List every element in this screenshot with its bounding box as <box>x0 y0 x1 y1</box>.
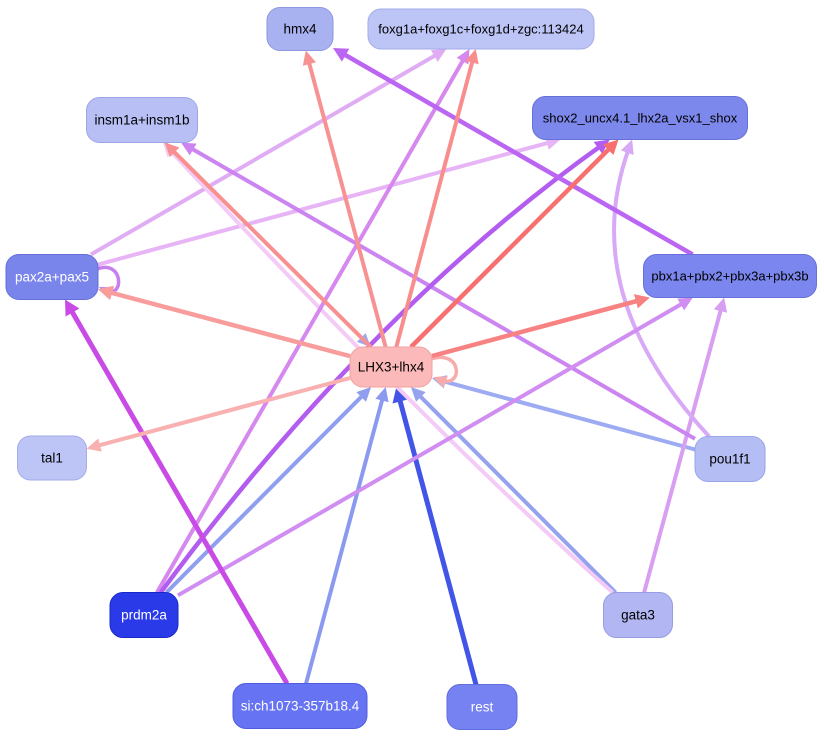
arrowhead <box>410 387 426 402</box>
edge-lhx3-lhx3 <box>430 355 458 388</box>
edge-pou1f1-shox2 <box>612 139 711 438</box>
node-box-prdm2a[interactable] <box>109 592 179 638</box>
edge-sich1073-pax2a <box>65 299 290 685</box>
edge-line <box>396 396 479 686</box>
edge-pax2a-foxg1a <box>89 49 447 257</box>
edge-layer <box>65 47 728 686</box>
node-box-pou1f1[interactable] <box>694 436 766 482</box>
arrowhead <box>620 139 634 155</box>
node-box-hmx4[interactable] <box>266 7 334 51</box>
arrowhead <box>98 285 114 301</box>
edge-rest-lhx3 <box>392 387 479 686</box>
node-prdm2a[interactable]: prdm2a <box>109 592 179 638</box>
node-box-lhx3[interactable] <box>349 346 433 388</box>
edge-line <box>107 289 351 359</box>
arrowhead <box>302 50 316 66</box>
edge-lhx3-hmx4 <box>302 50 388 348</box>
arrowhead <box>333 47 350 62</box>
edge-line <box>416 392 618 594</box>
node-box-gata3[interactable] <box>603 592 673 638</box>
arrowhead <box>677 297 693 311</box>
edge-line <box>158 142 604 594</box>
edge-lhx3-pbx <box>431 294 650 359</box>
edge-prdm2a-lhx3 <box>164 387 372 594</box>
arrowhead <box>181 142 197 156</box>
edge-pbx-hmx4 <box>333 47 694 257</box>
edge-prdm2a-shox2 <box>158 139 610 594</box>
edge-line <box>95 376 351 449</box>
arrowhead <box>433 376 448 388</box>
edge-line <box>89 52 439 257</box>
arrowhead <box>392 387 408 404</box>
edge-line <box>306 59 388 348</box>
edge-lhx3-pax2a <box>98 285 351 359</box>
node-sich1073[interactable]: si:ch1073-357b18.4 <box>232 683 368 729</box>
arrowhead <box>713 297 728 313</box>
edge-line <box>97 140 552 267</box>
node-layer: hmx4 foxg1a+foxg1c+foxg1d+zgc:113424 insm1… <box>5 7 817 730</box>
arrowhead <box>375 387 389 403</box>
edge-pou1f1-insm1a <box>181 142 696 441</box>
edge-line <box>642 306 724 594</box>
edge-pou1f1-lhx3 <box>432 375 696 452</box>
node-pax2a[interactable]: pax2a+pax5 <box>5 254 99 300</box>
edge-line <box>304 395 386 685</box>
node-gata3[interactable]: gata3 <box>603 592 673 638</box>
edge-line <box>440 378 696 452</box>
edge-prdm2a-foxg1a <box>155 49 470 594</box>
node-insm1a[interactable]: insm1a+insm1b <box>86 97 198 143</box>
edge-gata3-lhx3 <box>410 387 618 594</box>
edge-lhx3-insm1a <box>164 142 373 349</box>
edge-line <box>431 297 641 359</box>
edge-line <box>176 300 686 598</box>
node-rest[interactable]: rest <box>446 684 518 730</box>
arrowhead <box>633 294 650 309</box>
edge-line <box>164 392 366 594</box>
node-hmx4[interactable]: hmx4 <box>266 7 334 51</box>
arrowhead <box>86 438 102 452</box>
edge-sich1073-lhx3 <box>304 387 389 685</box>
node-box-sich1073[interactable] <box>232 683 368 729</box>
node-shox2[interactable]: shox2_uncx4.1_lhx2a_vsx1_shox <box>532 96 748 140</box>
node-box-insm1a[interactable] <box>86 97 198 143</box>
edge-line <box>188 145 696 441</box>
edge-gata3-pbx <box>642 297 728 594</box>
edge-line <box>430 355 458 384</box>
node-box-tal1[interactable] <box>17 435 87 481</box>
arrowhead <box>603 139 619 155</box>
arrowhead <box>430 49 447 62</box>
edge-lhx3-shox2 <box>409 139 619 349</box>
node-box-rest[interactable] <box>446 684 518 730</box>
node-box-foxg1a[interactable] <box>367 8 595 50</box>
node-pbx[interactable]: pbx1a+pbx2+pbx3a+pbx3b <box>643 254 817 298</box>
node-box-pbx[interactable] <box>643 254 817 298</box>
edge-line <box>340 51 694 257</box>
node-box-pax2a[interactable] <box>5 254 99 300</box>
node-box-shox2[interactable] <box>532 96 748 140</box>
edge-line <box>394 57 476 348</box>
arrowhead <box>356 387 372 402</box>
node-foxg1a[interactable]: foxg1a+foxg1c+foxg1d+zgc:113424 <box>367 8 595 50</box>
arrowhead <box>65 299 80 317</box>
edge-line <box>68 307 290 685</box>
edge-line <box>612 146 711 438</box>
arrowhead <box>593 139 610 154</box>
node-tal1[interactable]: tal1 <box>17 435 87 481</box>
edge-prdm2a-pbx <box>176 297 693 598</box>
edge-line <box>170 147 373 349</box>
edge-line <box>409 145 613 349</box>
edge-line <box>155 56 467 594</box>
edge-lhx3-tal1 <box>86 376 351 452</box>
edge-line <box>167 147 615 594</box>
node-pou1f1[interactable]: pou1f1 <box>694 436 766 482</box>
edge-lhx3-foxg1a <box>394 49 479 348</box>
arrowhead <box>164 142 180 158</box>
arrowhead <box>465 49 479 65</box>
node-lhx3[interactable]: LHX3+lhx4 <box>349 346 433 388</box>
